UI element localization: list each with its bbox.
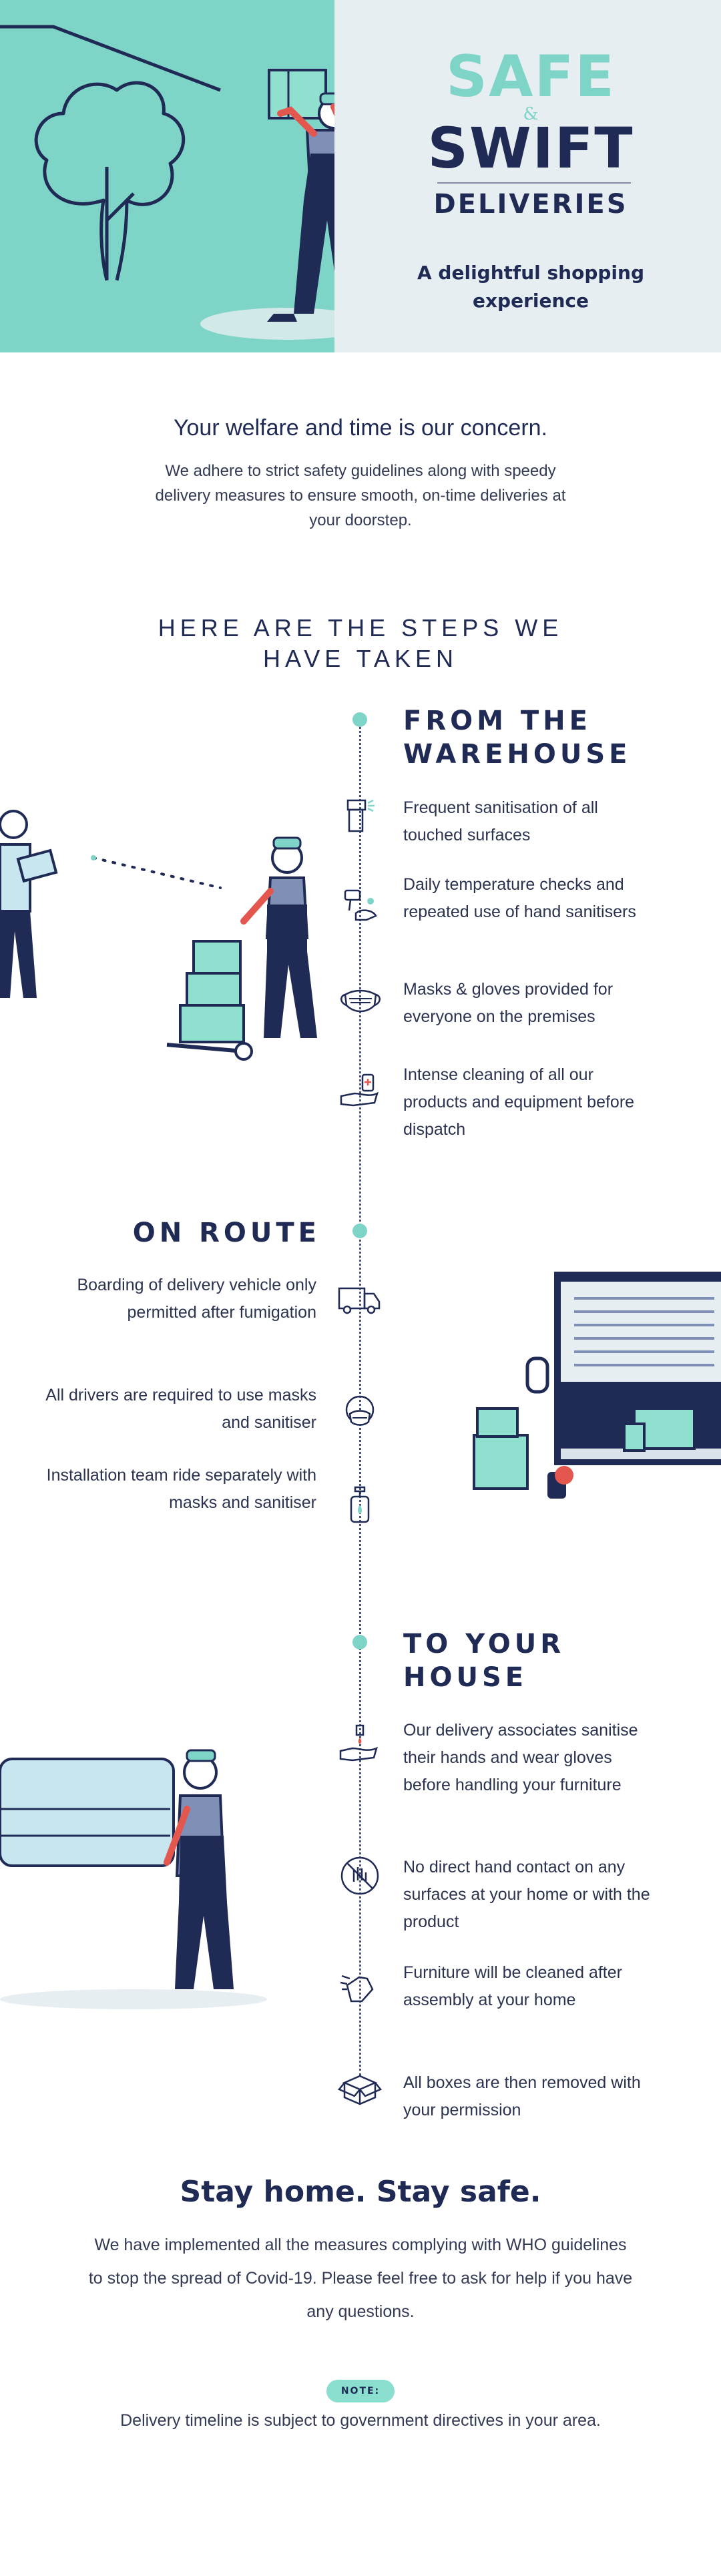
intro-heading: Your welfare and time is our concern.: [173, 415, 548, 441]
masked-person-icon: [345, 1395, 375, 1426]
list-item: No direct hand contact on any surfaces a…: [403, 1858, 650, 1931]
list-item: Installation team ride separately with m…: [46, 1466, 316, 1512]
face-mask-icon: [340, 989, 381, 1013]
list-item: Boarding of delivery vehicle only permit…: [77, 1276, 316, 1322]
spray-bottle-icon: [346, 799, 375, 832]
no-touch-icon: [340, 1856, 379, 1895]
list-item: Daily temperature checks and repeated us…: [403, 875, 636, 921]
note-badge: NOTE:: [326, 2380, 395, 2402]
hero-title-swift: SWIFT: [427, 115, 634, 181]
list-item: Masks & gloves provided for everyone on …: [403, 980, 614, 1026]
section-title-line: WAREHOUSE: [403, 739, 632, 770]
hero-ampersand: &: [523, 104, 539, 124]
thermometer-hand-icon: [344, 889, 377, 921]
list-item: Intense cleaning of all our products and…: [403, 1065, 635, 1139]
sanitiser-bottle-icon: [350, 1486, 370, 1523]
tree-icon: [34, 81, 186, 281]
timeline-dot-route: [352, 1224, 367, 1238]
hero-light-panel: [334, 0, 721, 352]
supervisor-with-clipboard: [0, 810, 58, 998]
list-item: Our delivery associates sanitise their h…: [403, 1721, 638, 1794]
list-item: All drivers are required to use masks an…: [45, 1386, 316, 1432]
house-sofa-illustration: [0, 1749, 267, 2009]
hero-title-safe: SAFE: [446, 43, 616, 110]
delivery-man-with-trolley: [166, 836, 317, 1061]
section-title-line: HOUSE: [403, 1662, 528, 1693]
section-title-route: ON ROUTE: [132, 1218, 320, 1248]
sanitise-hand-icon: [339, 1724, 378, 1762]
steps-heading: HERE ARE THE STEPS WE HAVE TAKEN: [158, 614, 563, 672]
truck-icon: [338, 1287, 381, 1314]
footer-heading: Stay home. Stay safe.: [180, 2175, 541, 2209]
list-item: Furniture will be cleaned after assembly…: [403, 1963, 622, 2009]
timeline-dot-house: [352, 1635, 367, 1649]
route-truck-illustration: [473, 1272, 721, 1499]
hero-title-deliveries: DELIVERIES: [433, 189, 628, 220]
note-text: Delivery timeline is subject to governme…: [120, 2411, 601, 2430]
open-box-icon: [338, 2075, 382, 2105]
delivery-man-carrying-box: [267, 69, 334, 322]
intro-body: We adhere to strict safety guidelines al…: [155, 462, 566, 529]
list-item: Frequent sanitisation of all touched sur…: [403, 798, 598, 844]
cleaning-hand-icon: [340, 1975, 374, 2003]
hero-banner: SAFE & SWIFT DELIVERIES A delightful sho…: [0, 0, 721, 352]
hand-sanitiser-icon: [340, 1073, 379, 1107]
footer-body: We have implemented all the measures com…: [88, 2236, 633, 2321]
hero-divider: [437, 182, 631, 184]
timeline-dot-warehouse: [352, 712, 367, 727]
warehouse-illustration: [0, 810, 317, 1061]
section-title-warehouse: FROM THE WAREHOUSE: [403, 704, 670, 771]
hero-subtitle: A delightful shopping experience: [417, 262, 644, 312]
timeline-line: [359, 722, 361, 2076]
list-item: All boxes are then removed with your per…: [403, 2073, 641, 2119]
hero-mint-panel: [0, 0, 334, 352]
section-title-house: TO YOUR HOUSE: [403, 1627, 670, 1694]
hero-illustration: [0, 25, 334, 340]
section-title-line: FROM THE: [403, 706, 591, 736]
section-title-line: TO YOUR: [403, 1629, 565, 1659]
